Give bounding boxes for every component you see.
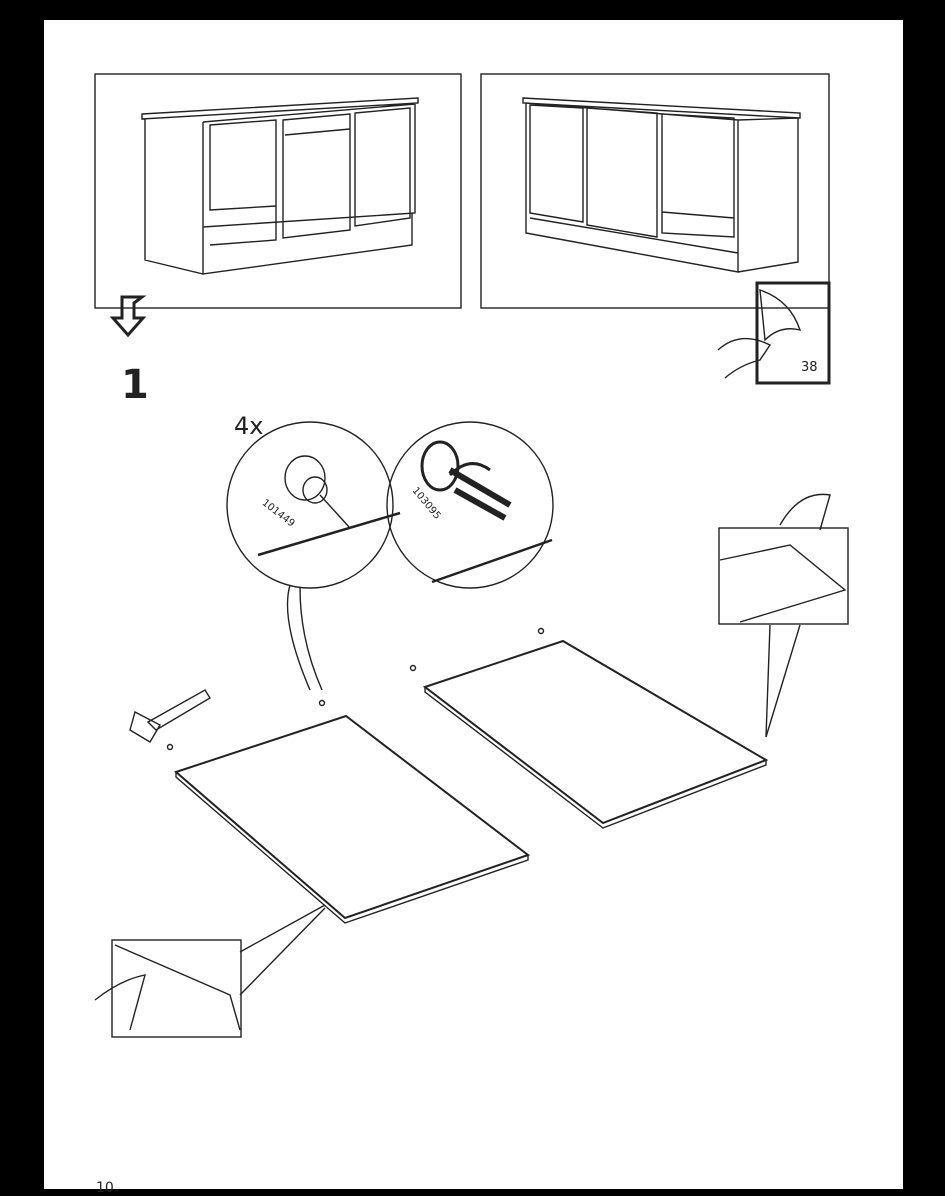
detail-circle-dowel xyxy=(226,421,401,691)
turn-down-arrow-icon xyxy=(109,295,147,338)
hammer-icon xyxy=(129,689,211,743)
side-panel-right xyxy=(409,627,769,829)
instruction-page: 1 4x 101449 103095 38 10 xyxy=(44,20,903,1196)
see-page-number: 38 xyxy=(801,360,818,375)
turn-page-icon xyxy=(717,281,831,385)
edge-detail-right xyxy=(718,493,849,738)
side-panel-left xyxy=(166,699,531,924)
step-number: 1 xyxy=(121,362,149,408)
page-number: 10 xyxy=(96,1180,114,1196)
quantity-label: 4x xyxy=(234,412,264,440)
assembly-illustration xyxy=(94,73,849,1038)
overview-panel-right xyxy=(480,73,830,309)
overview-panel-left xyxy=(94,73,462,309)
detail-circle-screw xyxy=(386,421,554,589)
edge-detail-left xyxy=(94,904,326,1038)
